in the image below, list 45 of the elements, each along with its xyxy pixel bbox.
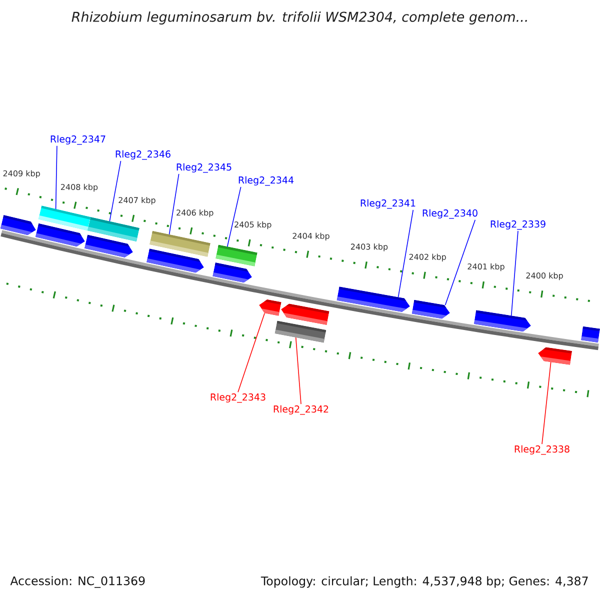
gene-label: Rleg2_2342 <box>274 405 328 415</box>
gene-block <box>474 310 531 332</box>
tick-label: 2401 kbp <box>468 263 504 272</box>
tick-label: 2407 kbp <box>118 196 156 205</box>
tick-label: 2406 kbp <box>176 209 214 218</box>
gene-block <box>84 234 133 258</box>
leader-line <box>168 174 180 235</box>
leader-line <box>542 362 552 444</box>
footer-text: Accession: NC_011369 <box>10 576 145 588</box>
gene-bar <box>274 320 326 343</box>
gene-bar <box>216 244 258 266</box>
leader-line <box>444 220 476 306</box>
gene-block <box>212 262 252 283</box>
gene-block <box>412 300 450 319</box>
gene-label: Rleg2_2339 <box>490 220 546 230</box>
title: Rhizobium leguminosarum bv. trifolii WSM2304, complete genom... <box>72 11 527 25</box>
gene-block <box>581 326 600 343</box>
gene-block <box>538 347 572 365</box>
tick-label: 2404 kbp <box>292 232 330 240</box>
gene-label: Rleg2_2338 <box>514 445 570 455</box>
tick-label: 2402 kbp <box>409 254 446 262</box>
gene-block <box>0 215 36 236</box>
gene-label: Rleg2_2347 <box>50 135 106 145</box>
tick-label: 2409 kbp <box>3 170 40 178</box>
leader-line <box>55 146 58 210</box>
leader-line <box>109 160 122 222</box>
gene-block <box>259 299 282 316</box>
leader-line <box>226 186 242 247</box>
gene-block <box>146 248 204 273</box>
leader-line <box>510 230 518 316</box>
tick-label: 2405 kbp <box>234 221 272 230</box>
leader-line <box>398 210 414 298</box>
gene-label: Rleg2_2346 <box>116 150 170 160</box>
footer-text: Topology: circular; Length: 4,537,948 bp; Genes: 4,387 <box>260 576 588 588</box>
gene-label: Rleg2_2345 <box>176 163 232 173</box>
gene-label: Rleg2_2343 <box>210 393 266 403</box>
tick-label: 2408 kbp <box>60 184 98 192</box>
gene-label: Rleg2_2341 <box>360 199 416 209</box>
tick-label: 2403 kbp <box>350 244 388 252</box>
leader-line <box>295 337 302 404</box>
leader-line <box>238 312 265 392</box>
gene-label: Rleg2_2340 <box>422 209 478 219</box>
tick-label: 2400 kbp <box>526 272 563 280</box>
gene-label: Rleg2_2344 <box>238 176 294 186</box>
gene-block <box>35 223 85 247</box>
